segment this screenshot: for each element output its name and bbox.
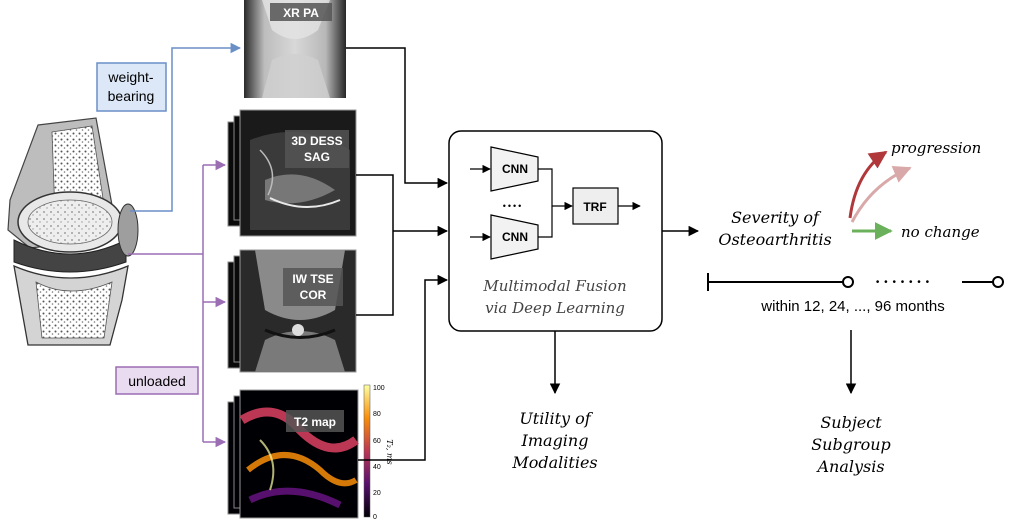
unloaded-label: unloaded (115, 366, 199, 395)
subgroup-line-3: Analysis (815, 457, 884, 476)
progression-arrows: progression (848, 139, 981, 223)
subgroup-line-2: Subgroup (811, 435, 891, 454)
timeline-caption: within 12, 24, ..., 96 months (760, 298, 944, 315)
xr-pa-label: XR PA (283, 6, 319, 20)
colorbar-tick-80: 80 (373, 411, 381, 418)
trf-block (572, 187, 619, 225)
weight-bearing-label: weight- bearing (96, 62, 167, 112)
colorbar-tick-20: 20 (373, 490, 381, 497)
timeline-node-end (992, 276, 1004, 288)
colorbar-tick-0: 0 (373, 514, 377, 521)
utility-line-3: Modalities (511, 453, 597, 472)
subject-subgroup-analysis: Subject Subgroup Analysis (811, 413, 891, 476)
unloaded-text: unloaded (128, 373, 186, 389)
progression-arrow-strong (848, 150, 888, 219)
dess-label-1: 3D DESS (291, 134, 342, 148)
severity-line-2: Osteoarthritis (718, 230, 831, 249)
severity-of-osteoarthritis: Severity of Osteoarthritis (718, 208, 831, 249)
weight-bearing-text-2: bearing (108, 88, 155, 104)
unloaded-connector (128, 159, 227, 448)
tse-label-1: IW TSE (292, 272, 333, 286)
subgroup-line-1: Subject (820, 413, 882, 432)
colorbar-axis-label: T₂, ms (385, 439, 394, 464)
weight-bearing-text-1: weight- (107, 69, 153, 85)
utility-line-1: Utility of (519, 409, 593, 428)
t2-label: T2 map (294, 415, 336, 429)
cnn-ellipsis: •••• (503, 201, 524, 211)
colorbar-tick-60: 60 (373, 438, 381, 445)
utility-of-imaging-modalities: Utility of Imaging Modalities (511, 409, 597, 472)
timeline-ellipsis: • • • • • • • (876, 277, 930, 288)
timeline: • • • • • • • within 12, 24, ..., 96 mon… (707, 273, 1004, 315)
fusion-box: CNN •••• CNN TRF Multimodal Fusion via D… (448, 130, 663, 332)
dess-sag-stack: 3D DESS SAG (227, 109, 357, 237)
xr-pa-image: XR PA (244, 0, 346, 98)
weight-bearing-connector (130, 42, 242, 212)
image-to-fusion-connectors (346, 47, 449, 461)
progression-label: progression (891, 139, 981, 157)
trf-label: TRF (583, 200, 606, 214)
dess-label-2: SAG (304, 150, 330, 164)
no-change-label: no change (901, 223, 980, 241)
utility-line-2: Imaging (521, 431, 589, 450)
no-change-arrow-group: no change (852, 222, 980, 241)
cnn-top-block (490, 146, 539, 192)
fusion-caption-2: via Deep Learning (485, 299, 625, 317)
fusion-caption-1: Multimodal Fusion (482, 277, 626, 295)
colorbar-tick-100: 100 (373, 385, 385, 392)
knee-illustration (7, 117, 139, 346)
t2-map-stack: T2 map (227, 389, 359, 519)
severity-line-1: Severity of (731, 208, 822, 227)
tse-label-2: COR (300, 288, 327, 302)
progression-arrow-light (850, 165, 912, 223)
timeline-node-start (842, 276, 854, 288)
colorbar-tick-40: 40 (373, 464, 381, 471)
iw-tse-cor-stack: IW TSE COR (227, 249, 357, 373)
cnn-bottom-block (490, 214, 539, 260)
t2-colorbar: 100 80 60 40 20 0 T₂, ms (363, 384, 394, 521)
cnn-bottom-label: CNN (502, 230, 528, 244)
cnn-top-label: CNN (502, 162, 528, 176)
